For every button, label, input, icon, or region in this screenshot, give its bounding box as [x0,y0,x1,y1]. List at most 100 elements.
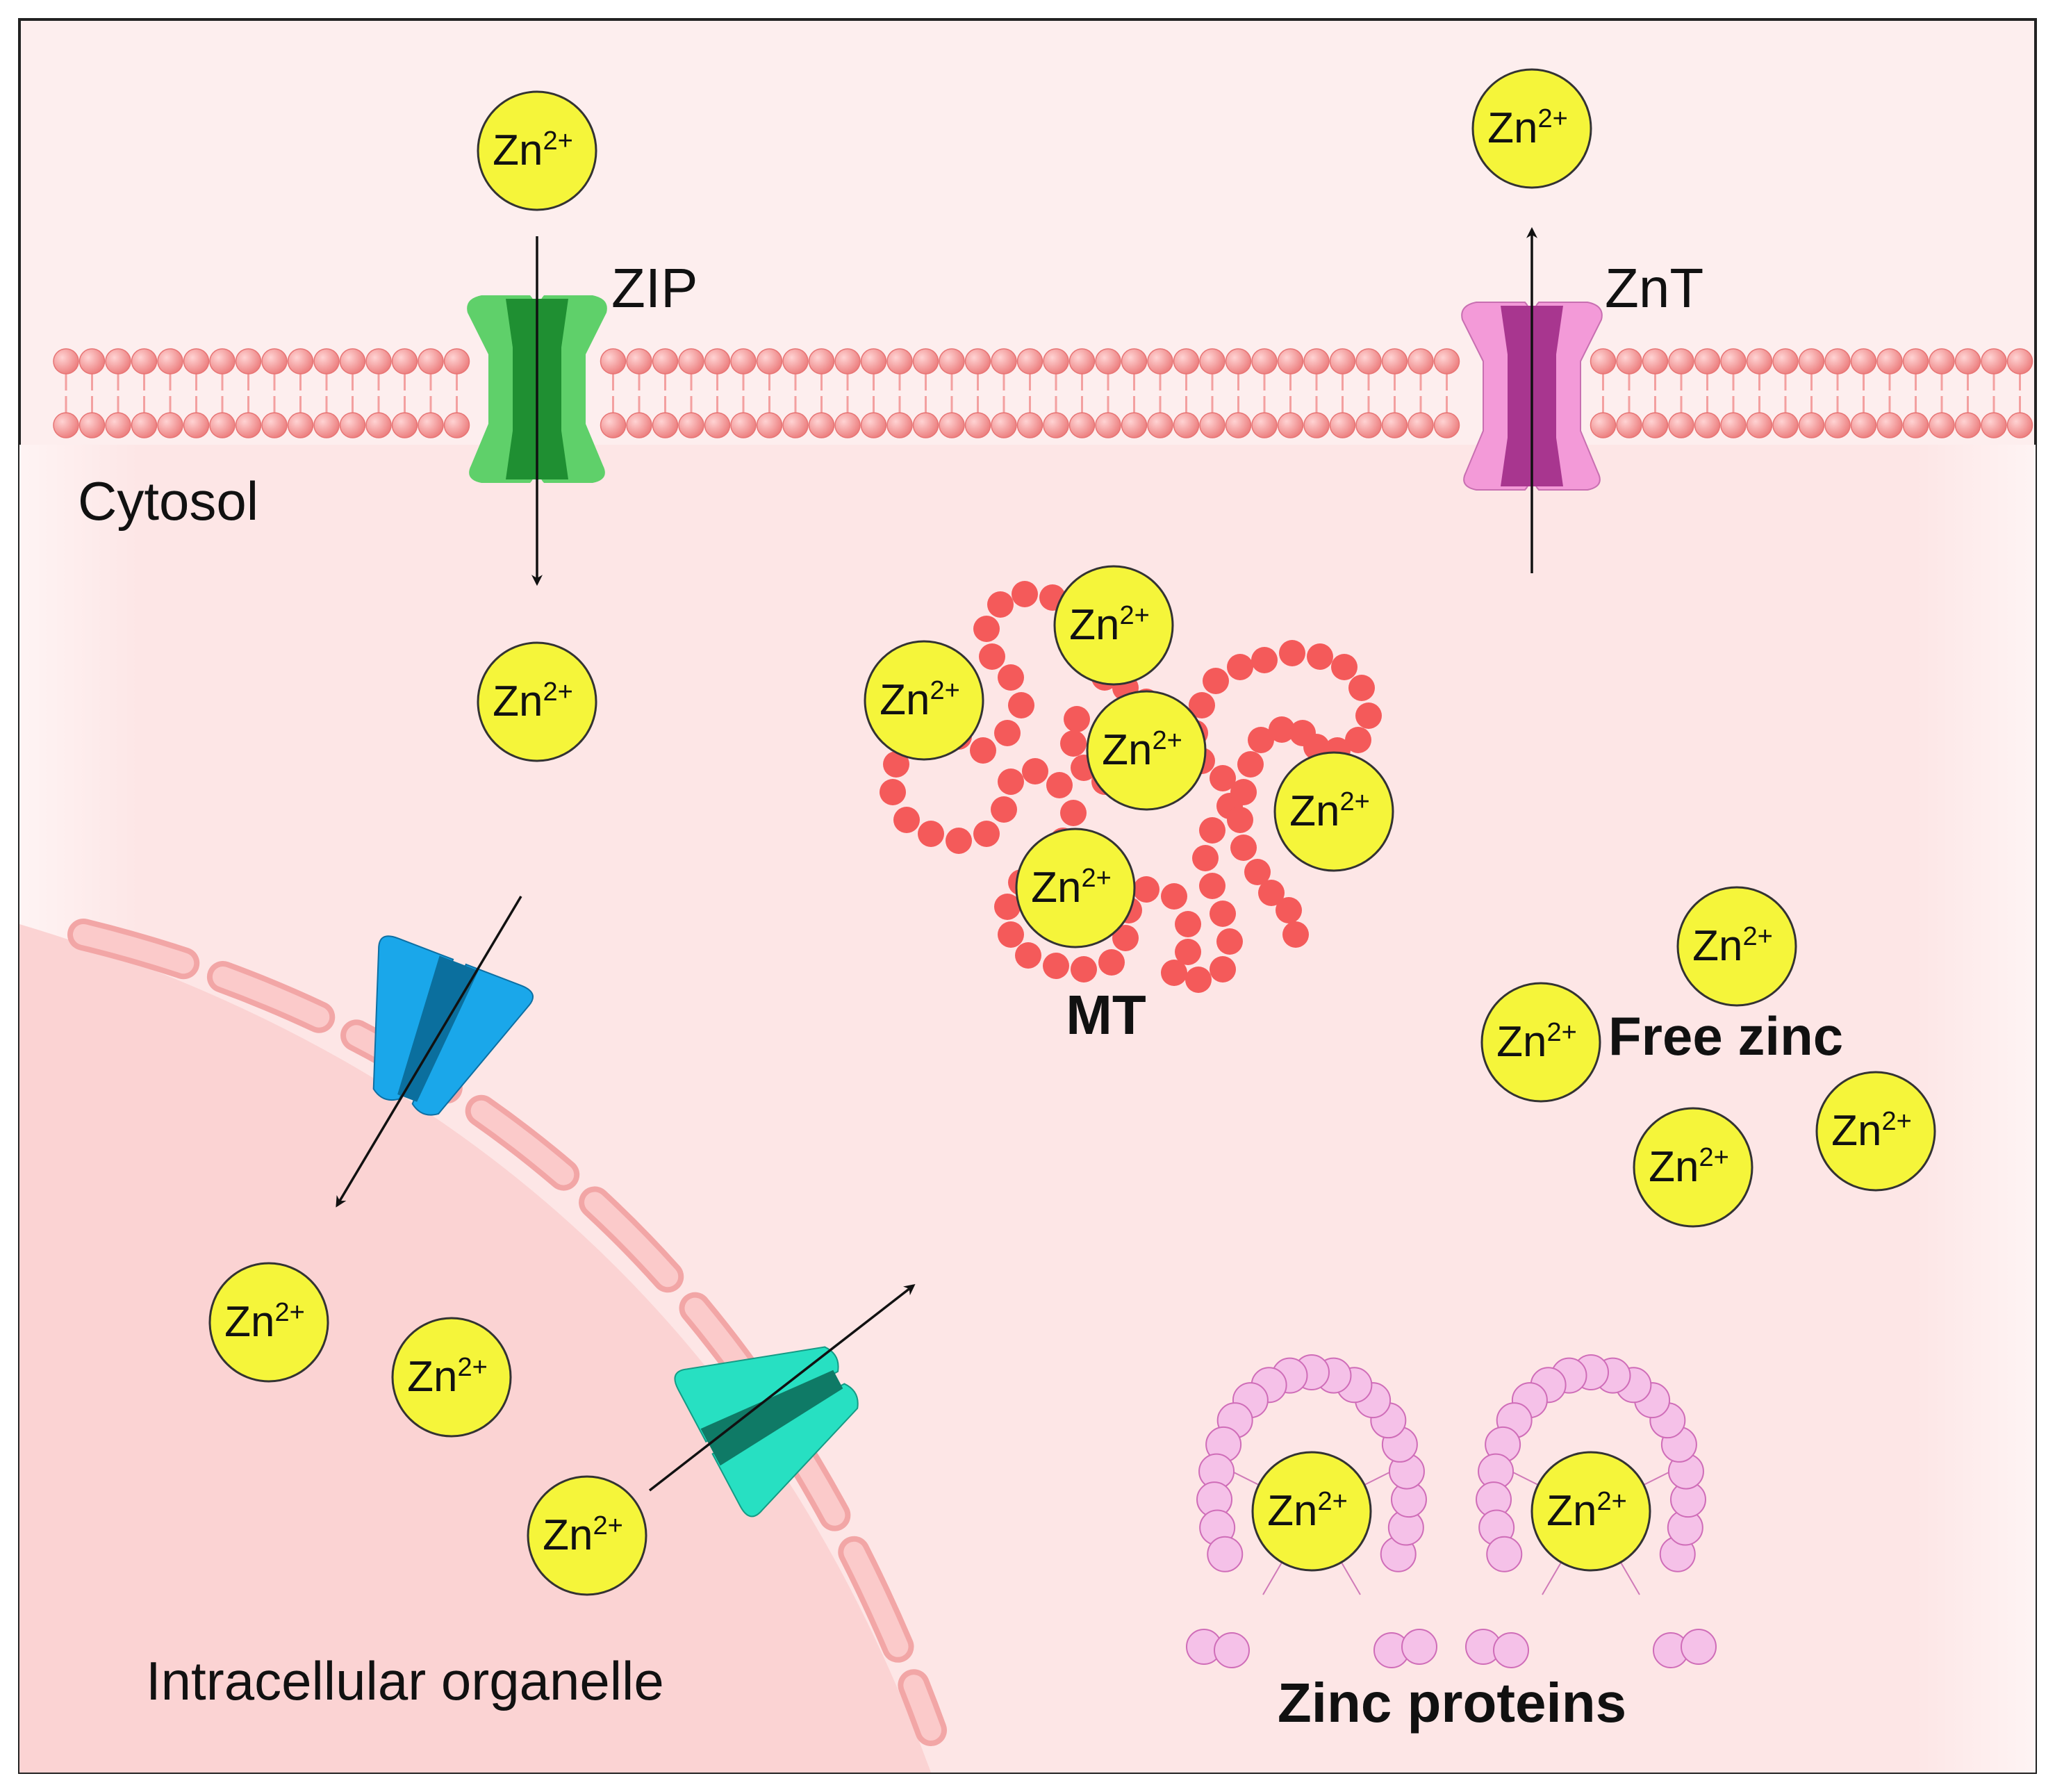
mt-bead [1012,581,1038,607]
lipid-head [1043,348,1069,375]
protein-bead [1214,1632,1250,1668]
lipid-head [1303,348,1330,375]
lipid-head [235,348,262,375]
zn-ion-mt-5: Zn2+ [1015,828,1136,948]
lipid-head [131,348,158,375]
mt-bead [893,807,920,833]
mt-bead [1043,953,1069,979]
lipid-head [53,412,79,438]
lipid-head [1225,348,1252,375]
zn-ion-organelle-2: Zn2+ [391,1317,512,1438]
zn-ion-free-4: Zn2+ [1815,1071,1936,1192]
zn-ion-label: Zn2+ [407,1353,488,1401]
lipid-head [1303,412,1330,438]
lipid-head [600,412,627,438]
lipid-head [313,348,340,375]
plasma-membrane [53,348,2033,438]
zn-ion-extracellular-right: Zn2+ [1471,68,1592,189]
lipid-head [1850,412,1877,438]
zn-ion-label: Zn2+ [493,677,573,725]
mt-bead [1161,960,1187,986]
zn-ion-mt-4: Zn2+ [1273,751,1394,872]
zn-ion-mt-2: Zn2+ [1053,565,1174,686]
lipid-head [1746,348,1773,375]
zinc-protein-right [1465,1354,1717,1668]
lipid-head [1876,412,1903,438]
lipid-head [1355,412,1382,438]
lipid-head [2006,348,2033,375]
mt-bead [1258,880,1285,906]
lipid-head [860,348,887,375]
lipid-head [1642,412,1669,438]
lipid-head [1929,412,1955,438]
lipid-head [1642,348,1669,375]
lipid-head [1824,348,1851,375]
mt-bead [1230,835,1257,861]
mt-bead [979,643,1005,670]
mt-bead [1064,706,1090,732]
lipid-head [1095,348,1121,375]
mt-bead [1015,942,1041,969]
mt-bead [1230,779,1257,805]
lipid-head [964,412,991,438]
zn-ion-organelle-3: Zn2+ [527,1475,647,1596]
mt-bead [1022,758,1048,784]
protein-bead [1401,1629,1437,1665]
lipid-head [1902,348,1929,375]
lipid-head [183,348,210,375]
lipid-head [1981,412,2007,438]
mt-bead [1199,817,1225,844]
free-zinc-label: Free zinc [1608,1005,1843,1067]
mt-bead [987,591,1014,618]
lipid-head [1824,412,1851,438]
organelle-importer-transporter [372,935,534,1116]
mt-bead [1071,956,1097,983]
lipid-head [1016,348,1043,375]
lipid-head [730,412,757,438]
mt-bead [1210,765,1236,791]
lipid-head [1590,412,1617,438]
lipid-head [287,412,314,438]
lipid-head [1954,348,1981,375]
organelle-import-arrow [336,896,522,1208]
lipid-head [626,348,652,375]
mt-bead [1227,807,1253,833]
lipid-head [834,348,861,375]
zn-ion-organelle-1: Zn2+ [208,1262,329,1383]
lipid-head [1147,348,1173,375]
lipid-head [1277,412,1304,438]
organelle-exporter-transporter [674,1346,859,1518]
lipid-head [652,412,679,438]
mt-bead [1210,956,1236,983]
lipid-head [730,348,757,375]
lipid-head [991,348,1017,375]
lipid-head [365,412,392,438]
lipid-head [912,412,939,438]
lipid-head [1720,412,1747,438]
zn-ion-label: Zn2+ [1289,787,1370,835]
lipid-head [1068,348,1096,375]
lipid-head [1043,412,1069,438]
lipid-head [1095,412,1121,438]
lipid-head [991,412,1017,438]
lipid-head [209,412,236,438]
zn-ion-cytosol-zip: Zn2+ [477,641,597,762]
mt-bead [1279,640,1305,666]
mt-bead [1189,692,1215,718]
mt-bead [1289,720,1316,746]
lipid-head [600,348,627,375]
lipid-head [704,348,731,375]
lipid-head [782,348,809,375]
lipid-head [704,412,731,438]
zn-ion-label: Zn2+ [493,126,573,174]
lipid-head [1929,348,1955,375]
lipid-head [1433,412,1460,438]
lipid-head [1433,348,1460,375]
zn-ion-protein-right: Zn2+ [1530,1451,1651,1572]
mt-bead [998,768,1024,795]
lipid-head [313,412,340,438]
lipid-head [209,348,236,375]
organelle-membrane-inner [73,924,941,1741]
znt-transporter [1461,302,1603,491]
